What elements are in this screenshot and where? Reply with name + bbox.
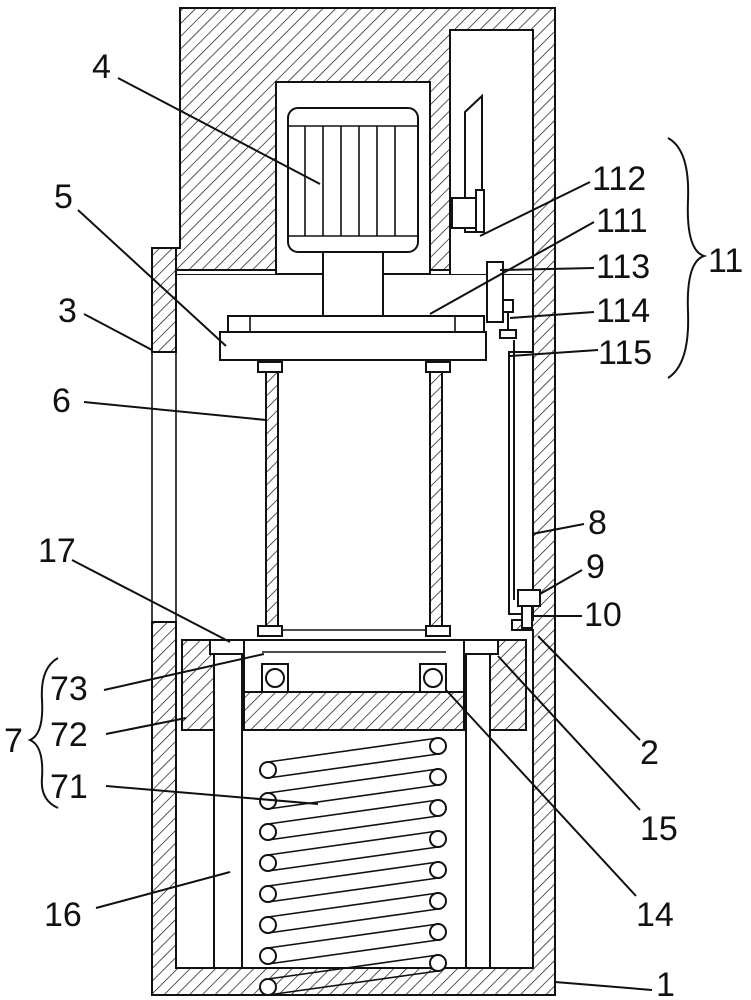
spring-coil-front [267, 768, 439, 794]
spring-wire-section [259, 916, 277, 934]
label-17: 17 [38, 532, 76, 570]
spring-coil-back [267, 846, 439, 872]
label-73: 73 [50, 670, 88, 708]
label-9: 9 [586, 548, 605, 586]
spring-coil-back [267, 877, 439, 903]
label-11: 11 [708, 242, 743, 280]
label-5: 5 [54, 178, 73, 216]
spring-wire-section [259, 947, 277, 965]
spring-wire-section [259, 761, 277, 779]
label-112: 112 [592, 160, 646, 198]
spring [259, 737, 447, 996]
spring-wire-section [429, 737, 447, 755]
spring-coil-front [267, 737, 439, 763]
label-1: 1 [656, 966, 675, 1000]
label-10: 10 [584, 596, 622, 634]
spring-wire-section [429, 799, 447, 817]
spring-wire-section [259, 823, 277, 841]
spring-coil-front [267, 799, 439, 825]
label-6: 6 [52, 382, 71, 420]
spring-coil-front [267, 954, 439, 980]
guide-posts [213, 653, 491, 969]
label-113: 113 [596, 248, 650, 286]
labels: 4 5 3 6 17 73 7 72 71 16 112 111 11 113 … [4, 48, 743, 1000]
spring-wire-section [429, 954, 447, 972]
label-115: 115 [598, 334, 652, 372]
leader-lines [27, 77, 708, 991]
label-72: 72 [50, 716, 88, 754]
label-71: 71 [50, 768, 88, 806]
side-wall-upper [151, 247, 177, 353]
spring-coil-back [267, 970, 439, 996]
spring-coil-front [267, 923, 439, 949]
spring-wire-section [259, 854, 277, 872]
spring-coil-back [267, 753, 439, 779]
spring-wire-section [259, 978, 277, 996]
label-16: 16 [44, 896, 82, 934]
spring-coil-back [267, 784, 439, 810]
spring-wire-section [429, 768, 447, 786]
spring-wire-section [429, 830, 447, 848]
spring-wire-section [259, 885, 277, 903]
label-3: 3 [58, 292, 77, 330]
spring-coil-front [267, 861, 439, 887]
motor [287, 107, 419, 317]
spring-wire-section [429, 861, 447, 879]
label-15: 15 [640, 810, 678, 848]
spring-coil-front [267, 830, 439, 856]
label-4: 4 [92, 48, 111, 86]
spring-wire-section [429, 923, 447, 941]
label-114: 114 [596, 292, 650, 330]
label-7: 7 [4, 722, 23, 760]
spring-coil-front [267, 892, 439, 918]
spring-coil-back [267, 815, 439, 841]
label-14: 14 [636, 896, 674, 934]
sleeve [257, 361, 451, 637]
spring-coil-back [267, 939, 439, 965]
label-8: 8 [588, 504, 607, 542]
spring-wire-section [429, 892, 447, 910]
label-111: 111 [596, 202, 648, 240]
drive-mechanism [449, 30, 541, 629]
spring-coil-back [267, 908, 439, 934]
label-2: 2 [640, 734, 659, 772]
turntable [219, 315, 487, 361]
